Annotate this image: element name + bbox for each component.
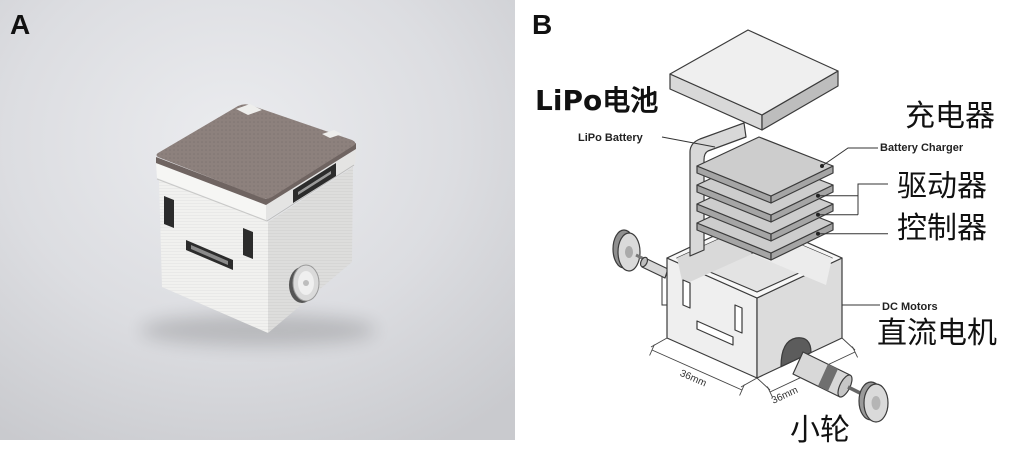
top-lid bbox=[669, 29, 839, 131]
right-wheel-assembly bbox=[792, 351, 889, 423]
dim-left-line bbox=[651, 349, 743, 391]
charger-leader-dot bbox=[820, 164, 824, 168]
left-face-slot-insert bbox=[191, 245, 228, 265]
box-motor-arch bbox=[780, 337, 812, 368]
cube-top-texture bbox=[156, 104, 356, 199]
driver-leader-dot-1 bbox=[816, 193, 820, 198]
cube-shadow bbox=[140, 314, 376, 346]
box-slot-left bbox=[682, 279, 691, 309]
top-lid-top bbox=[669, 29, 839, 116]
driver-label-cn: 驱动器 bbox=[897, 169, 987, 204]
dim-left-extension-b bbox=[740, 377, 758, 388]
dim-left-tick-a bbox=[649, 344, 655, 356]
left-face-slot-1 bbox=[164, 196, 174, 228]
panel-a-label: A bbox=[10, 9, 30, 40]
wheel-photo-hub bbox=[303, 280, 309, 286]
box-slot-horizontal bbox=[696, 320, 734, 346]
left-wheel-assembly bbox=[612, 229, 669, 279]
top-side-notch bbox=[322, 130, 342, 138]
lipo-battery-leader-line bbox=[661, 136, 716, 148]
dim-left-extension-a bbox=[650, 337, 668, 348]
board-charger-top bbox=[696, 136, 834, 197]
dim-left-tick-b bbox=[739, 384, 745, 396]
charger-leader-line bbox=[821, 147, 878, 167]
controller-leader-dot bbox=[816, 231, 820, 236]
left-wheel-hub bbox=[625, 246, 633, 258]
lid-body-seam-right bbox=[266, 164, 355, 222]
lipo-battery-label-cn: LiPo电池 bbox=[535, 84, 658, 117]
dc-motor-right-band bbox=[818, 364, 838, 391]
dc-motors-label-en: DC Motors bbox=[882, 301, 938, 313]
cube-top-edge-left bbox=[156, 157, 266, 205]
lipo-battery-label-en: LiPo Battery bbox=[578, 132, 644, 144]
top-back-notch bbox=[236, 104, 262, 115]
cube-print-layers-right bbox=[268, 167, 353, 333]
wheel-label-cn: 小轮 bbox=[790, 413, 850, 448]
dim-left-label: 36mm bbox=[678, 368, 708, 389]
dim-right-label: 36mm bbox=[770, 385, 800, 407]
driver-leader-dot-2 bbox=[816, 212, 820, 217]
robot-cube-photo bbox=[156, 104, 356, 333]
right-wheel-hub bbox=[871, 396, 881, 410]
right-face-slot-insert bbox=[298, 171, 331, 195]
charger-label-cn: 充电器 bbox=[905, 99, 995, 134]
dim-right-tick-a bbox=[766, 386, 774, 398]
controller-label-cn: 控制器 bbox=[897, 211, 987, 246]
charger-label-en: Battery Charger bbox=[880, 142, 964, 154]
panel-b: 36mm 36mm bbox=[532, 9, 997, 448]
panel-b-label: B bbox=[532, 9, 552, 40]
driver-leader-bracket bbox=[857, 183, 888, 215]
dc-motor-left-cap bbox=[639, 256, 649, 268]
housing-box bbox=[666, 217, 843, 379]
dc-motors-label-cn: 直流电机 bbox=[877, 316, 997, 351]
cube-lid-band-left bbox=[156, 163, 266, 220]
dim-right-tick-b bbox=[851, 346, 859, 358]
board-charger bbox=[696, 136, 834, 204]
box-slot-right bbox=[734, 304, 743, 334]
panel-a: A bbox=[0, 0, 515, 440]
lid-body-seam bbox=[156, 178, 268, 222]
left-face-slot-2 bbox=[243, 228, 253, 259]
cube-top-edge-right bbox=[266, 143, 356, 205]
